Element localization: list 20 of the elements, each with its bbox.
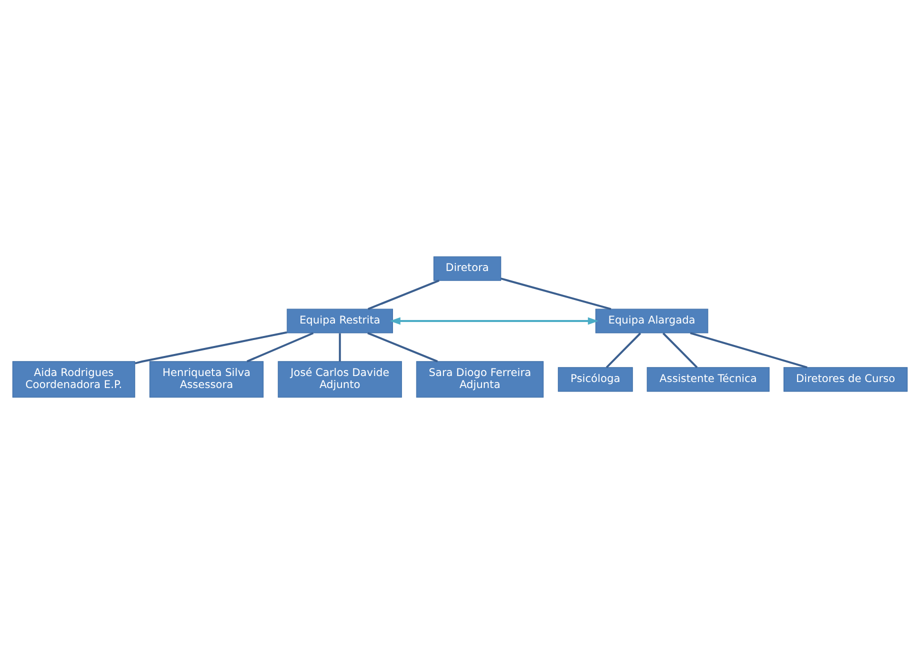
connector [246, 332, 314, 362]
node-box: Sara Diogo Ferreira Adjunta [416, 360, 544, 398]
node-box: Henriqueta Silva Assessora [149, 360, 264, 398]
connector [368, 279, 440, 310]
connector [367, 332, 438, 362]
connector [662, 332, 698, 368]
node-box: Equipa Alargada [595, 308, 708, 333]
node-box: Aida Rodrigues Coordenadora E.P. [12, 360, 136, 398]
node-box: Psicóloga [558, 366, 633, 392]
connector [690, 332, 808, 368]
connector [606, 332, 642, 368]
arrow [390, 316, 599, 324]
node-box: Assistente Técnica [646, 366, 770, 392]
node-box: Diretores de Curso [784, 366, 908, 392]
node-box: José Carlos Davide Adjunto [278, 360, 402, 398]
connector [338, 332, 341, 361]
node-box: Diretora [433, 256, 502, 280]
connector [500, 277, 612, 310]
connector [134, 330, 288, 364]
node-box: Equipa Restrita [286, 308, 393, 333]
